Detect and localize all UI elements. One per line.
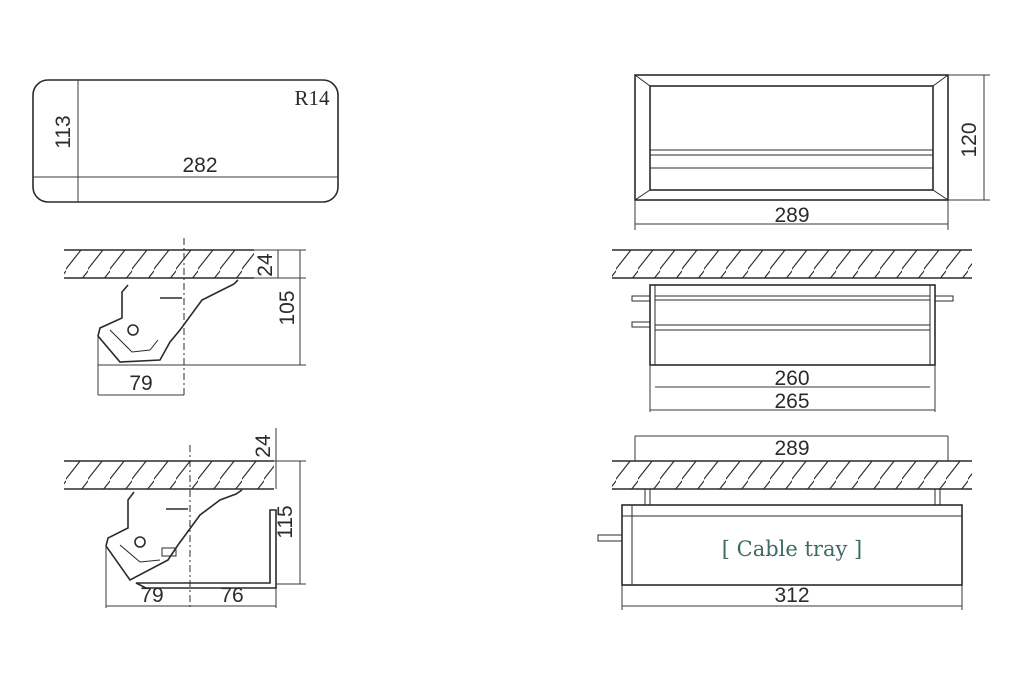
front-view: 120 289	[634, 74, 990, 230]
closed-slab-label: 24	[254, 253, 277, 277]
outer-width-label: 265	[774, 390, 809, 413]
slab-hatch	[612, 461, 972, 489]
front-section-view: 260 265	[612, 249, 972, 413]
pivot-icon	[134, 536, 146, 548]
front-tray-view: 289 [ Cable tray ] 312	[597, 435, 972, 610]
bracket-outline	[105, 489, 243, 582]
cable-tray-label: [ Cable tray ]	[722, 537, 862, 561]
slab-hatch	[64, 250, 254, 278]
tray-slab-label: 24	[252, 434, 275, 458]
cover-plate-view: 113 282 R14	[32, 79, 339, 203]
tray-reach-right-label: 76	[220, 584, 243, 607]
cover-radius-label: R14	[294, 86, 330, 110]
frame-inner	[649, 85, 934, 191]
tray-depth-label: 115	[274, 505, 297, 538]
slab-hatch	[64, 461, 274, 489]
closed-reach-label: 79	[129, 372, 152, 395]
inner-width-label: 260	[774, 367, 809, 390]
cover-plate-outline	[32, 79, 339, 203]
cover-width-label: 282	[182, 154, 217, 177]
side-view-closed: 24 105 79	[64, 238, 306, 396]
frame-outer	[634, 74, 949, 201]
tray-width-label: 312	[774, 584, 809, 607]
slab-hatch	[612, 250, 972, 278]
tray-frame-width-label: 289	[774, 437, 809, 460]
tray-profile	[135, 509, 277, 589]
closed-depth-label: 105	[276, 290, 299, 325]
front-width-label: 289	[774, 204, 809, 227]
side-view-tray: 24 115 79 76	[64, 428, 306, 608]
bracket-outline	[97, 279, 239, 363]
cover-height-label: 113	[52, 115, 75, 148]
cable-tray-box	[621, 504, 963, 586]
tray-reach-left-label: 79	[140, 584, 163, 607]
pivot-icon	[127, 324, 139, 336]
front-height-label: 120	[958, 122, 981, 157]
